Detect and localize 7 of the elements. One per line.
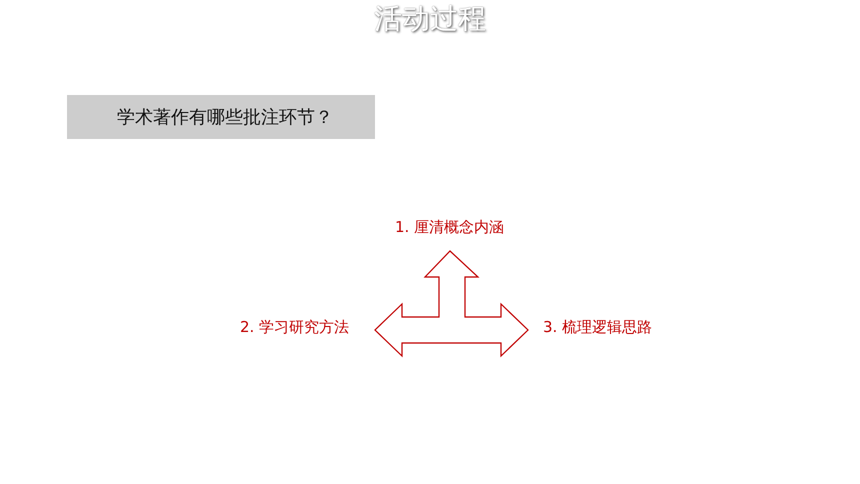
step-label: 1. 厘清概念内涵 <box>395 218 504 237</box>
question-text: 学术著作有哪些批注环节？ <box>117 106 333 129</box>
step-label: 2. 学习研究方法 <box>240 318 350 337</box>
question-banner <box>67 95 375 139</box>
step-label: 3. 梳理逻辑思路 <box>543 318 652 337</box>
slide-title: 活动过程 <box>374 2 486 35</box>
three-way-arrow <box>374 250 529 358</box>
